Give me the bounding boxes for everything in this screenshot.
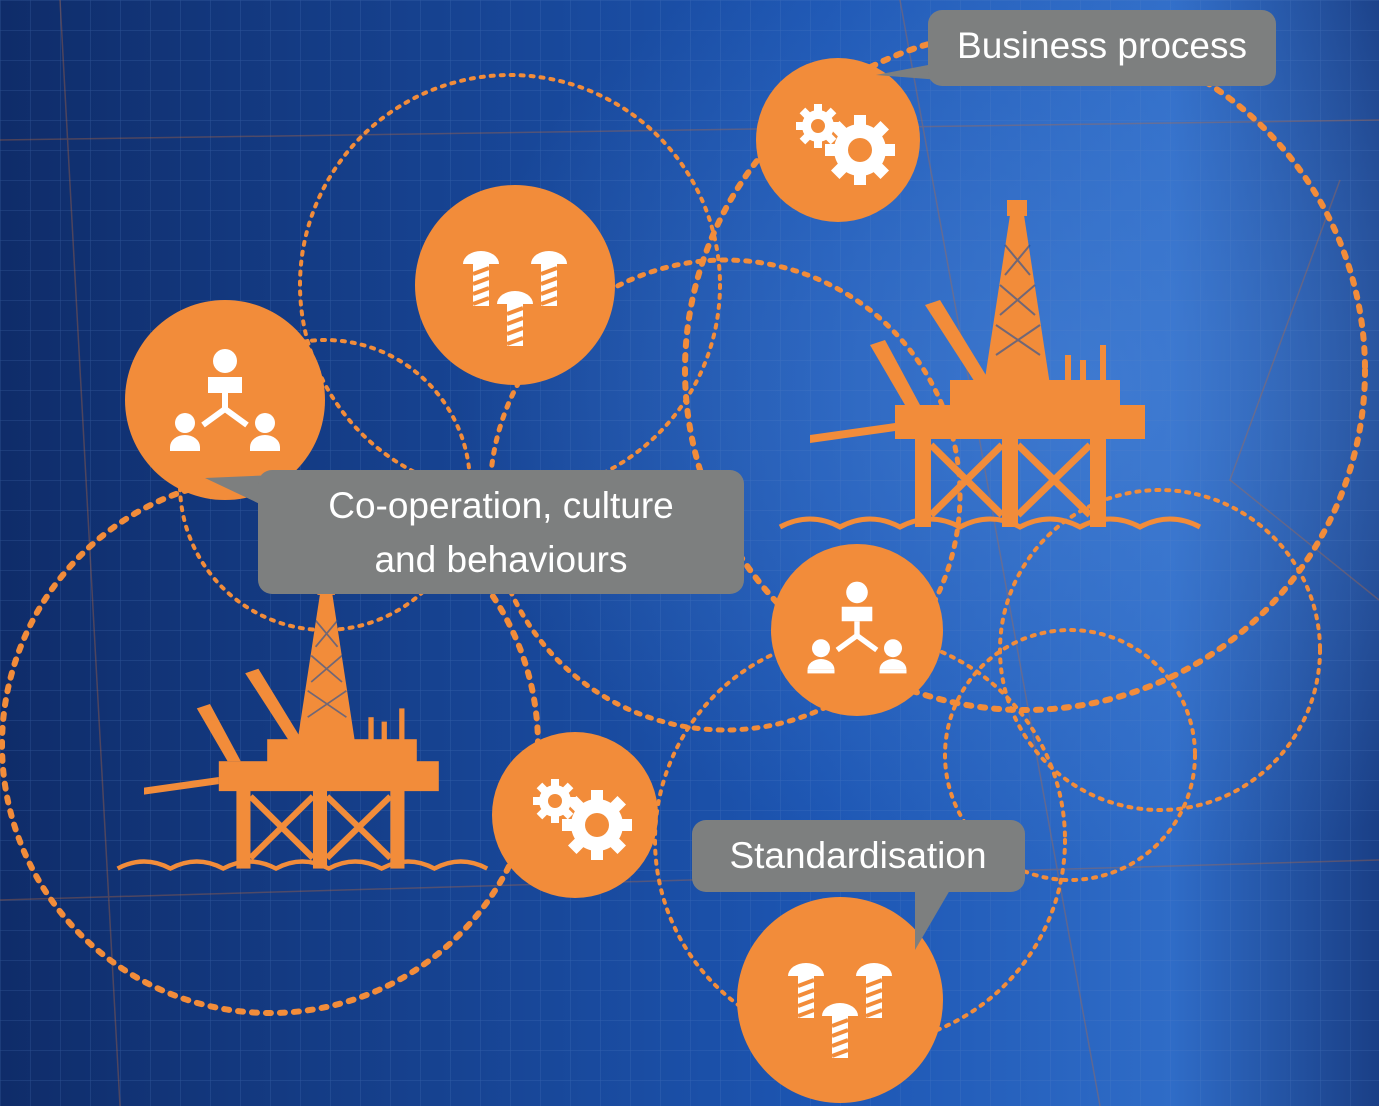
callout-cooperation: Co-operation, culture and behaviours: [205, 470, 744, 594]
bolts-node-bottom: [737, 897, 943, 1103]
callout-standardisation: Standardisation: [692, 820, 1025, 950]
cooperation-label-line1: Co-operation, culture: [328, 485, 674, 526]
org-node-left: [125, 300, 325, 500]
org-node-center: [771, 544, 943, 716]
callout-business-process: Business process: [876, 10, 1276, 86]
gears-node-top: [756, 58, 920, 222]
gears-node-bottom: [492, 732, 658, 898]
business-process-label: Business process: [957, 25, 1247, 66]
cooperation-label-line2: and behaviours: [374, 539, 627, 580]
standardisation-label: Standardisation: [729, 835, 986, 876]
bolts-node-top: [415, 185, 615, 385]
